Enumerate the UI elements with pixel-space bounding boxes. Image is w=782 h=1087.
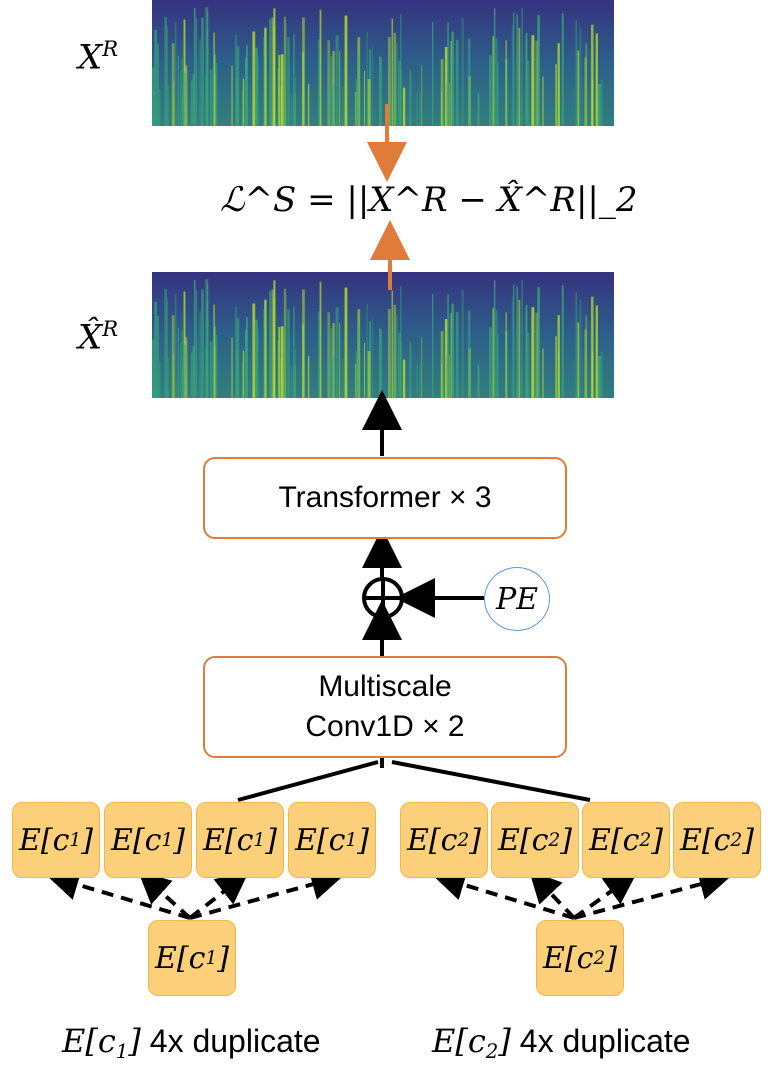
caption-c1: E[c1] 4x duplicate (62, 1022, 321, 1063)
c2-to-conv-line (391, 760, 591, 802)
conv-label-line1: Multiscale (318, 670, 452, 703)
transformer-block: Transformer × 3 (203, 457, 567, 539)
target-label: XR (78, 36, 119, 78)
prediction-label: X̂R (78, 316, 119, 358)
positional-encoding: PE (484, 567, 550, 631)
loss-equation: ℒ^S = ||X^R − X̂^R||_2 (220, 180, 638, 220)
target-spectrogram (152, 0, 614, 126)
multiscale-conv-block: Multiscale Conv1D × 2 (203, 656, 567, 758)
c1-to-conv-line (237, 760, 379, 802)
predicted-spectrogram (152, 272, 614, 398)
transformer-label: Transformer × 3 (278, 481, 492, 514)
loss-equation-text: ℒ^S = ||X^R − X̂^R||_2 (220, 180, 638, 220)
conv-label-line2: Conv1D × 2 (305, 710, 465, 743)
caption-c2: E[c2] 4x duplicate (432, 1022, 691, 1063)
